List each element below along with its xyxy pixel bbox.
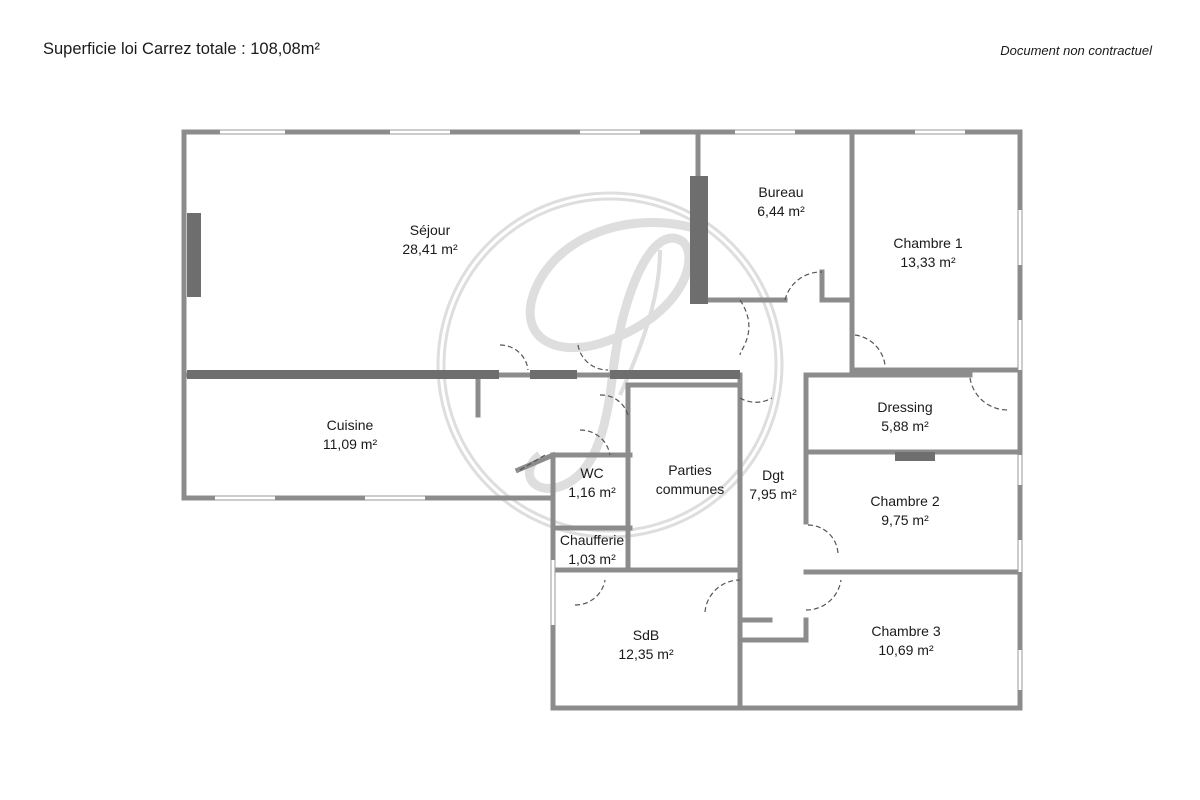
door-swing [574, 579, 606, 606]
room-name: Cuisine [327, 417, 374, 433]
room-labels: Séjour 28,41 m² Bureau 6,44 m² Chambre 1 13,3… [323, 184, 963, 662]
room-area: 1,16 m² [568, 484, 616, 500]
room-area: 5,88 m² [881, 418, 929, 434]
room-sejour: Séjour 28,41 m² [402, 222, 458, 257]
monogram-j-circle-logo [436, 191, 784, 539]
wall-details [187, 129, 1023, 690]
total-area-title: Superficie loi Carrez totale : 108,08m² [43, 40, 320, 58]
room-chaufferie: Chaufferie 1,03 m² [560, 532, 625, 567]
wall-block [690, 176, 708, 304]
room-name: Chaufferie [560, 532, 625, 548]
room-name: SdB [633, 627, 659, 643]
door-swing [579, 429, 611, 456]
room-area: 11,09 m² [323, 436, 378, 452]
room-name: Séjour [410, 222, 451, 238]
wall-block [187, 370, 499, 379]
room-name: Chambre 3 [871, 623, 940, 639]
room-dgt: Dgt 7,95 m² [749, 467, 797, 502]
room-sdb: SdB 12,35 m² [618, 627, 674, 662]
room-name: communes [656, 481, 724, 497]
room-area: 13,33 m² [900, 254, 956, 270]
room-name: WC [580, 465, 603, 481]
door-swing [499, 344, 529, 371]
door-swing [704, 579, 741, 613]
room-name: Bureau [758, 184, 803, 200]
room-area: 9,75 m² [881, 512, 929, 528]
door-swing [519, 454, 546, 471]
wall-block [895, 452, 935, 461]
room-chambre-1: Chambre 1 13,33 m² [893, 235, 962, 270]
wall-block [187, 213, 201, 297]
room-chambre-3: Chambre 3 10,69 m² [871, 623, 940, 658]
room-parties: Parties communes [656, 462, 724, 497]
room-area: 10,69 m² [878, 642, 934, 658]
room-name: Chambre 1 [893, 235, 962, 251]
room-area: 12,35 m² [618, 646, 674, 662]
room-dressing: Dressing 5,88 m² [877, 399, 932, 434]
room-cuisine: Cuisine 11,09 m² [323, 417, 378, 452]
door-swing [805, 579, 842, 611]
room-area: 6,44 m² [757, 203, 805, 219]
door-swing [599, 394, 629, 416]
room-chambre-2: Chambre 2 9,75 m² [870, 493, 939, 528]
door-swing [739, 397, 773, 403]
room-name: Dgt [762, 467, 784, 483]
door-swing [807, 524, 839, 556]
room-wc: WC 1,16 m² [568, 465, 616, 500]
door-swing [739, 299, 750, 356]
room-area: 1,03 m² [568, 551, 616, 567]
wall-block [610, 370, 740, 379]
wall-block [530, 370, 577, 379]
room-area: 7,95 m² [749, 486, 797, 502]
door-swing [854, 334, 886, 366]
disclaimer-note: Document non contractuel [1000, 43, 1152, 58]
door-swing [577, 344, 609, 371]
room-name: Dressing [877, 399, 932, 415]
room-area: 28,41 m² [402, 241, 458, 257]
room-name: Chambre 2 [870, 493, 939, 509]
door-swing [784, 271, 823, 301]
door-swings [499, 271, 1009, 613]
room-name: Parties [668, 462, 712, 478]
room-bureau: Bureau 6,44 m² [757, 184, 805, 219]
door-swing [969, 377, 1009, 411]
